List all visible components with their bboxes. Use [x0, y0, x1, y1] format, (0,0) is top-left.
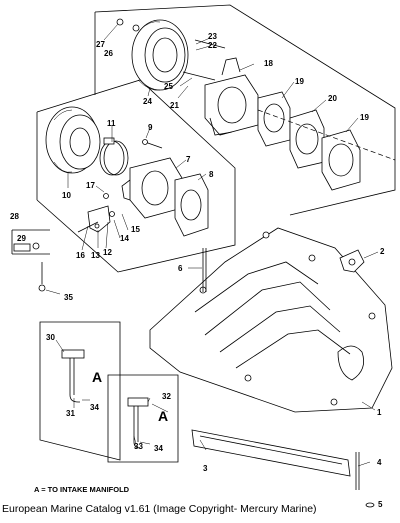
callout-13: 13: [91, 251, 100, 260]
marker-a-lower: A: [158, 408, 168, 424]
callout-32: 32: [162, 392, 171, 401]
callout-19b: 19: [360, 113, 369, 122]
callout-26: 26: [104, 49, 113, 58]
callout-8: 8: [209, 170, 214, 179]
intake-plenum: [149, 227, 393, 413]
callout-16: 16: [76, 251, 85, 260]
gaskets-upper: [257, 91, 396, 191]
callout-15: 15: [131, 225, 140, 234]
callout-3: 3: [203, 464, 208, 473]
leader-lines: [45, 23, 379, 467]
callout-6: 6: [178, 264, 183, 273]
callout-18: 18: [264, 59, 273, 68]
callout-7: 7: [186, 155, 191, 164]
throttle-body-left: [121, 139, 183, 219]
left-assembly-box: [36, 79, 236, 273]
lower-center-box: [107, 374, 179, 463]
callout-20: 20: [328, 94, 337, 103]
callout-22: 22: [208, 41, 217, 50]
callout-30: 30: [46, 333, 55, 342]
gasket-left: [174, 173, 209, 237]
callout-10: 10: [62, 191, 71, 200]
callout-5: 5: [378, 500, 383, 509]
callout-34b: 34: [154, 444, 163, 453]
callout-2: 2: [380, 247, 385, 256]
callout-9: 9: [148, 123, 153, 132]
callout-24: 24: [143, 97, 152, 106]
throttle-body-upper: [182, 39, 259, 136]
callout-19a: 19: [295, 77, 304, 86]
callout-21: 21: [170, 101, 179, 110]
image-caption: European Marine Catalog v1.61 (Image Cop…: [2, 503, 317, 515]
callout-25: 25: [164, 82, 173, 91]
stud: [202, 248, 207, 292]
lower-left-box: [39, 321, 121, 461]
hose-clamp: [99, 137, 129, 176]
flame-arrestor-upper: [116, 18, 189, 91]
marker-a-upper: A: [92, 369, 102, 385]
cable-bracket: [339, 249, 365, 273]
callout-14: 14: [120, 234, 129, 243]
flame-arrestor-left: [45, 106, 101, 174]
callout-12: 12: [103, 248, 112, 257]
callout-34a: 34: [90, 403, 99, 412]
stud-and-washer: [355, 452, 375, 508]
temperature-sensor: [127, 397, 149, 449]
callout-labels: 27 26 23 22 18 19 20 19 24 25 21 11 9 7 …: [10, 32, 385, 509]
map-sensor: [61, 349, 85, 403]
callout-31: 31: [66, 409, 75, 418]
callout-33: 33: [134, 442, 143, 451]
callout-4: 4: [377, 458, 382, 467]
sensor-group: [11, 229, 50, 292]
callout-1: 1: [377, 408, 382, 417]
callout-17: 17: [86, 181, 95, 190]
upper-assembly-box: [94, 4, 396, 216]
plenum-gasket: [191, 429, 351, 477]
callout-28: 28: [10, 212, 19, 221]
callout-35: 35: [64, 293, 73, 302]
callout-29: 29: [17, 234, 26, 243]
callout-27: 27: [96, 40, 105, 49]
legend-note: A = TO INTAKE MANIFOLD: [34, 485, 130, 494]
callout-11: 11: [107, 119, 116, 128]
throttle-bracket: [77, 193, 115, 233]
callout-23: 23: [208, 32, 217, 41]
